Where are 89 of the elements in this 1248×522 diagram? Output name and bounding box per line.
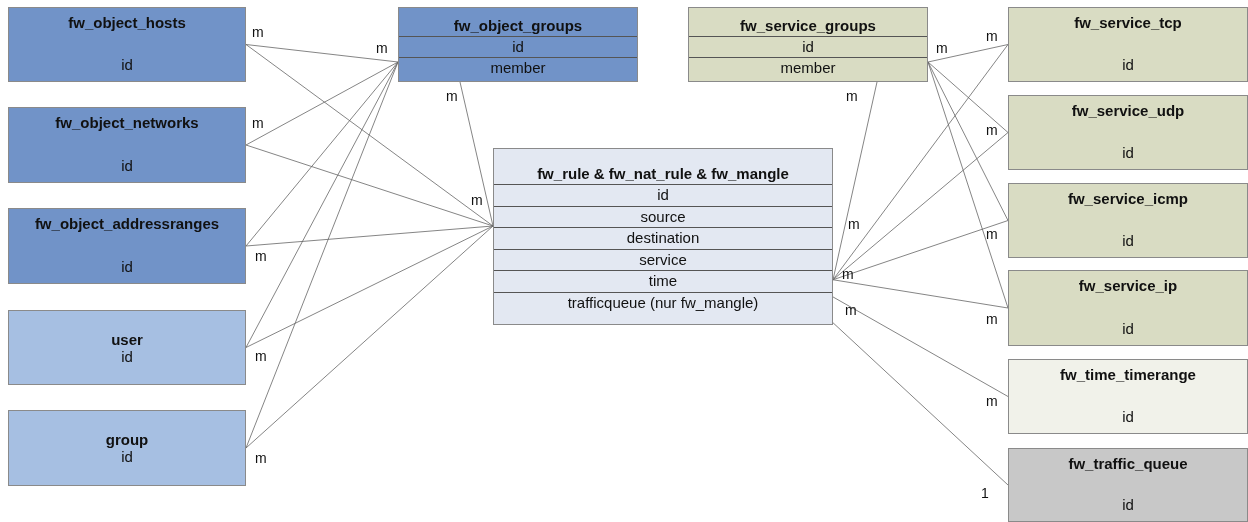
attribute-row: id [494,184,832,206]
cardinality-label: m [842,266,854,282]
table-title: fw_rule & fw_nat_rule & fw_mangle [536,164,790,184]
connector-line [832,44,1009,281]
entity-title: fw_time_timerange [1060,366,1196,383]
attribute-text: id [121,56,133,73]
entity-table [493,148,833,325]
attribute-row: destination [494,227,832,249]
attribute-text: id [1122,320,1134,337]
attribute-row: member [689,57,927,81]
attribute-row: time [494,270,832,292]
cardinality-label: m [986,393,998,409]
attribute-row: member [399,57,637,81]
attribute-text: id [121,157,133,174]
connector-line [927,44,1009,63]
entity-title: fw_service_udp [1071,102,1185,119]
attribute-text: id [121,347,133,365]
entity-title: user [111,330,143,348]
connector-line [927,61,1009,309]
cardinality-label: 1 [981,485,989,501]
connector-line [245,44,494,227]
entity-box [8,107,246,183]
cardinality-label: m [986,28,998,44]
connector-line [245,225,494,348]
cardinality-label: m [255,348,267,364]
entity-box [1008,95,1248,170]
table-title: fw_object_groups [452,16,584,36]
entity-title: fw_object_addressranges [34,215,220,232]
entity-box [8,410,246,486]
connector-line [832,322,1009,486]
entity-title: group [105,431,149,448]
entity-table [688,7,928,82]
cardinality-label: m [846,88,858,104]
attribute-text: id [1122,232,1134,249]
cardinality-label: m [255,248,267,264]
attribute-text: id [1122,144,1134,161]
attribute-text: id [1122,56,1134,73]
entity-title: fw_object_hosts [68,14,186,31]
attribute-text: id [121,448,133,465]
connector-line [245,61,399,247]
entity-box [1008,7,1248,82]
entity-title: fw_service_tcp [1074,14,1182,31]
cardinality-label: m [252,115,264,131]
attribute-row: id [689,36,927,57]
entity-box [8,310,246,385]
cardinality-label: m [845,302,857,318]
cardinality-label: m [471,192,483,208]
attribute-row: trafficqueue (nur fw_mangle) [494,291,832,324]
attribute-row: source [494,205,832,227]
connector-line [927,61,1009,133]
connector-line [832,279,1009,309]
connector-line [245,61,399,146]
cardinality-label: m [446,88,458,104]
attribute-text: id [1122,408,1134,425]
cardinality-label: m [848,216,860,232]
connector-line [245,61,399,348]
entity-box [1008,448,1248,522]
entity-box [8,7,246,82]
cardinality-label: m [936,40,948,56]
connector-line [245,44,399,63]
attribute-text: id [121,258,133,275]
entity-box [1008,270,1248,346]
connector-line [927,61,1009,221]
attribute-row: id [399,36,637,57]
entity-box [1008,359,1248,434]
connector-line [832,296,1009,397]
cardinality-label: m [986,226,998,242]
cardinality-label: m [986,311,998,327]
entity-title: fw_service_icmp [1067,190,1189,207]
connector-line [245,225,494,449]
cardinality-label: m [252,24,264,40]
attribute-row: service [494,248,832,270]
connector-line [245,225,494,247]
connector-line [245,144,494,227]
cardinality-label: m [376,40,388,56]
connector-line [245,61,399,449]
entity-title: fw_traffic_queue [1068,455,1188,472]
attribute-text: id [1122,496,1134,513]
connector-line [832,220,1009,281]
entity-box [1008,183,1248,258]
connector-line [832,132,1009,281]
cardinality-label: m [986,122,998,138]
entity-title: fw_object_networks [55,114,199,131]
entity-title: fw_service_ip [1078,277,1178,294]
table-title: fw_service_groups [739,16,877,36]
entity-table [398,7,638,82]
connector-line [459,81,494,227]
cardinality-label: m [255,450,267,466]
entity-box [8,208,246,284]
